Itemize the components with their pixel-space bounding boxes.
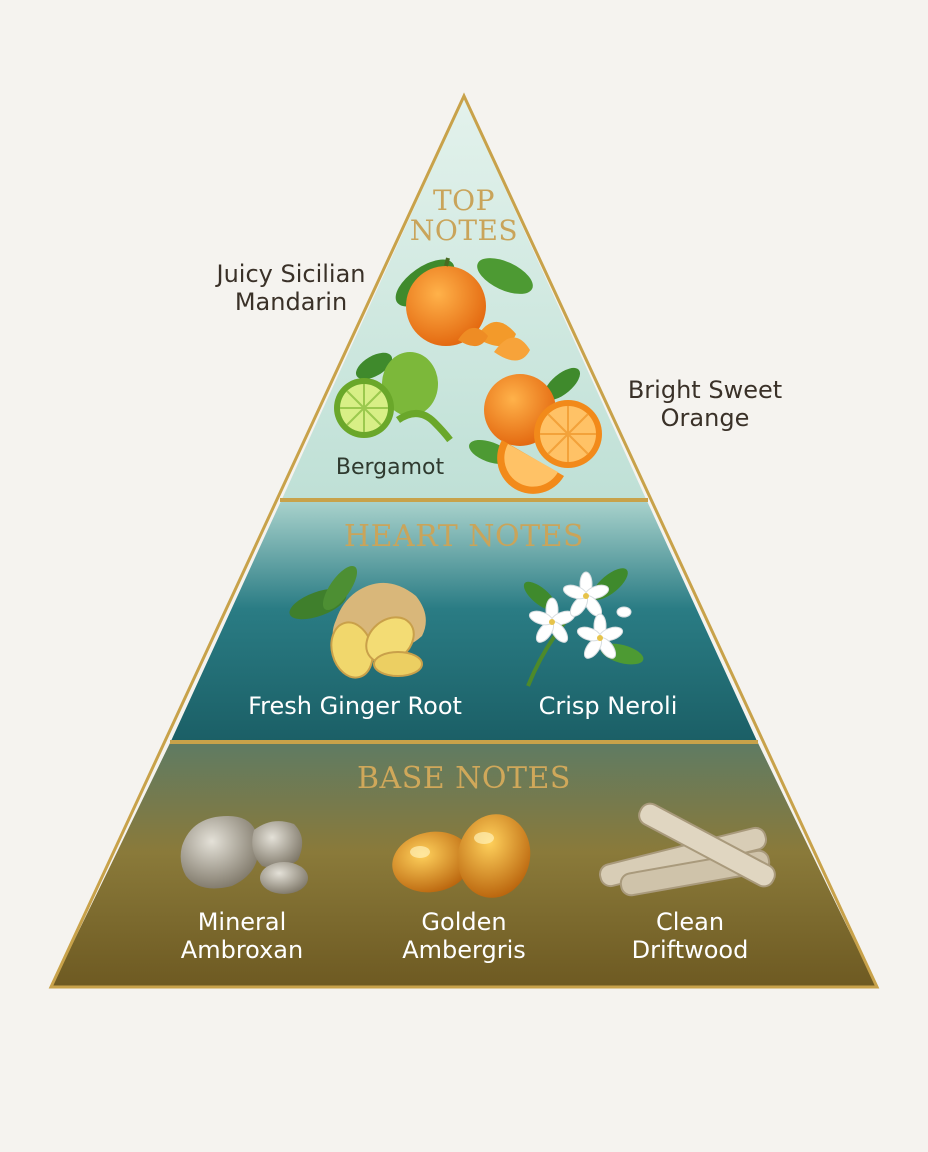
base-notes-title: BASE NOTES — [356, 761, 571, 796]
note-label-ginger: Fresh Ginger Root — [248, 692, 462, 720]
pyramid-outline — [48, 92, 880, 989]
ambergris-icon — [392, 814, 531, 898]
bergamot-icon — [334, 352, 453, 443]
neroli-blossom-icon — [523, 568, 644, 687]
sweet-orange-icon — [469, 367, 602, 494]
note-label-neroli: Crisp Neroli — [538, 692, 678, 720]
heart-notes-title: HEART NOTES — [343, 519, 585, 554]
top-notes-title: TOP NOTES — [409, 184, 519, 247]
callout-mandarin: Juicy Sicilian Mandarin — [216, 260, 366, 316]
note-label-ambroxan: Mineral Ambroxan — [180, 908, 304, 964]
driftwood-icon — [598, 802, 776, 897]
note-label-ambergris: Golden Ambergris — [402, 908, 526, 964]
callout-sweet-orange: Bright Sweet Orange — [627, 376, 783, 432]
mandarin-icon — [395, 257, 533, 361]
heart-tier — [171, 501, 757, 741]
note-label-bergamot: Bergamot — [335, 455, 445, 480]
ginger-root-icon — [289, 565, 426, 679]
mineral-rock-icon — [180, 816, 308, 894]
note-label-driftwood: Clean Driftwood — [631, 908, 749, 964]
